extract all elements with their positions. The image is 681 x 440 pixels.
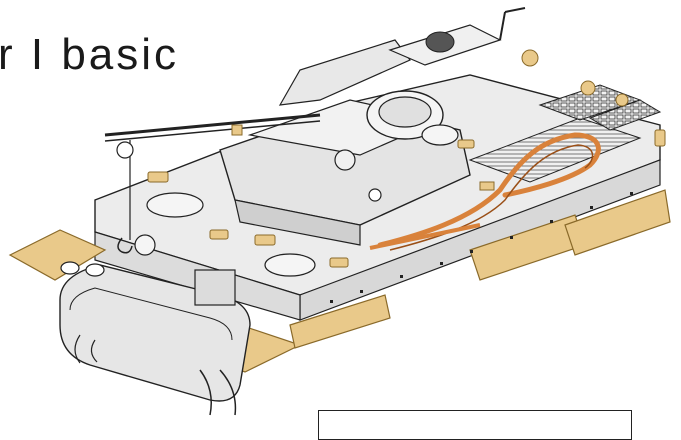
cupola-ring — [378, 96, 432, 128]
side-fender-3 — [564, 189, 671, 256]
pistol-port — [368, 188, 382, 202]
cable-run — [369, 223, 481, 250]
radio-hatch — [264, 253, 316, 277]
crane-icon — [104, 7, 526, 254]
driver-visor — [194, 269, 236, 306]
front-hatch — [146, 192, 204, 218]
caption-box — [318, 410, 632, 440]
side-fender-1 — [289, 294, 391, 349]
tank-illustration — [8, 7, 671, 416]
hatch — [421, 124, 459, 146]
tow-cable — [377, 132, 601, 248]
page-title: r I basic — [0, 30, 180, 79]
turret-side — [234, 199, 361, 246]
rivets — [330, 192, 633, 303]
fender-icon — [8, 229, 107, 281]
vent-cap — [334, 149, 356, 171]
brass-details — [147, 49, 666, 268]
headlight — [134, 234, 156, 256]
